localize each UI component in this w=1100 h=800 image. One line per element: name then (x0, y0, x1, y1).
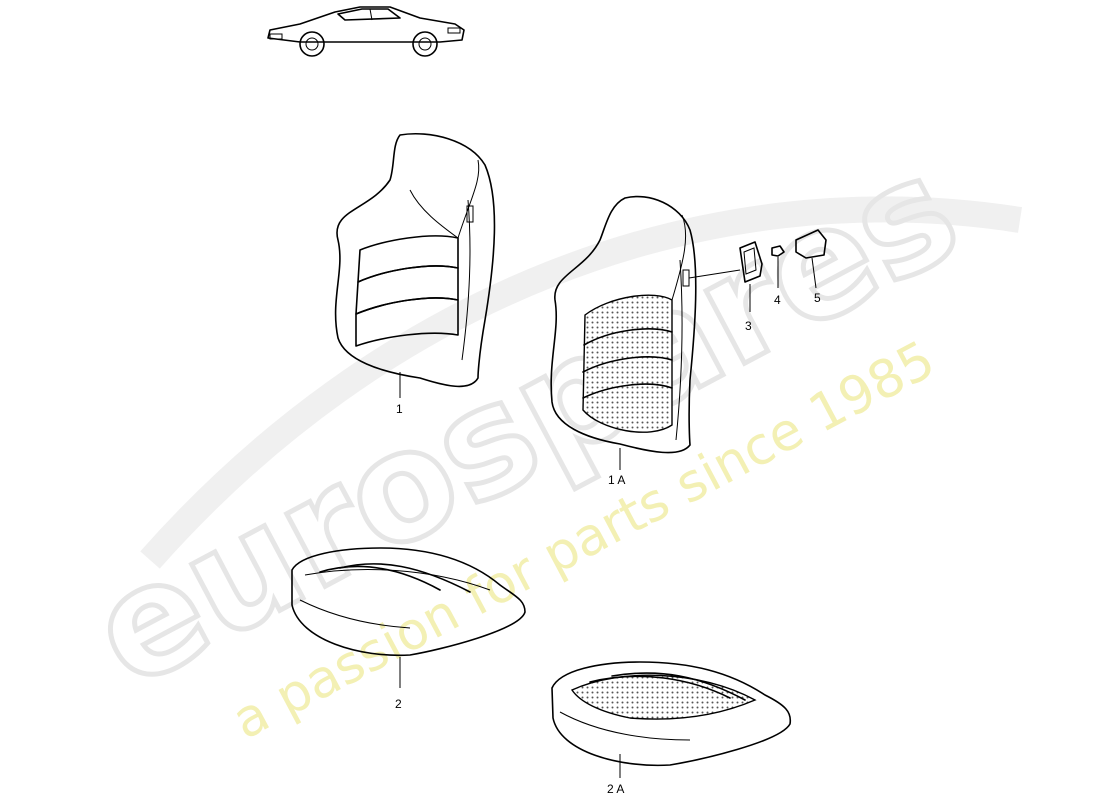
seat-cushion-plain (291, 547, 526, 688)
callout-part-2a: 2 A (607, 782, 624, 796)
seat-cushion-perforated (551, 661, 792, 778)
backrest-cover-plain (334, 132, 496, 398)
callout-part-1a: 1 A (608, 473, 625, 487)
callout-part-1: 1 (396, 402, 403, 416)
callout-part-4: 4 (774, 293, 781, 307)
adjuster-knob (795, 229, 827, 289)
trim-cap (739, 241, 763, 312)
callout-part-2: 2 (395, 697, 402, 711)
car-thumbnail (267, 6, 465, 57)
callout-part-3: 3 (745, 319, 752, 333)
watermark: eurospares a passion for parts since 198… (63, 120, 1022, 751)
backrest-cover-perforated (550, 195, 741, 470)
clip (771, 245, 785, 288)
callout-part-5: 5 (814, 291, 821, 305)
